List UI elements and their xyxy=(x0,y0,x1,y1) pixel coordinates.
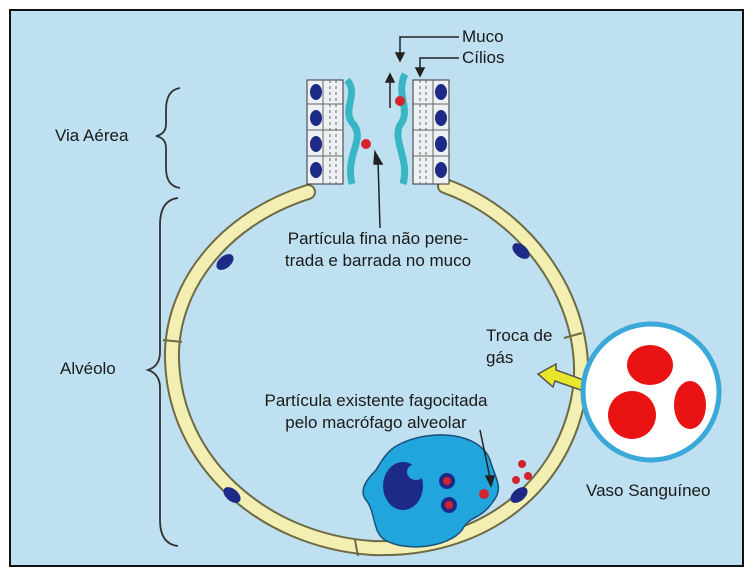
label-cilios: Cílios xyxy=(462,47,505,69)
red-blood-cell xyxy=(674,381,706,429)
label-gas-exchange-line1: Troca de xyxy=(486,325,552,347)
label-fine-particle: Partícula fina não pene- trada e barrada… xyxy=(258,228,498,272)
label-phagocytosed-line1: Partícula existente fagocitada xyxy=(236,390,516,412)
red-blood-cell xyxy=(608,391,656,439)
label-muco: Muco xyxy=(462,26,504,48)
label-gas-exchange-line2: gás xyxy=(486,347,552,369)
label-alveolo: Alvéolo xyxy=(60,358,116,380)
label-fine-particle-line1: Partícula fina não pene- xyxy=(258,228,498,250)
label-gas-exchange: Troca de gás xyxy=(486,325,552,369)
particle xyxy=(361,139,371,149)
label-fine-particle-line2: trada e barrada no muco xyxy=(258,250,498,272)
red-blood-cell xyxy=(627,345,673,385)
label-phagocytosed-line2: pelo macrófago alveolar xyxy=(236,412,516,434)
blood-vessel xyxy=(583,324,719,460)
label-via-aerea: Via Aérea xyxy=(55,125,128,147)
particle xyxy=(395,96,405,106)
label-vaso-sanguineo: Vaso Sanguíneo xyxy=(586,480,710,502)
label-phagocytosed: Partícula existente fagocitada pelo macr… xyxy=(236,390,516,434)
